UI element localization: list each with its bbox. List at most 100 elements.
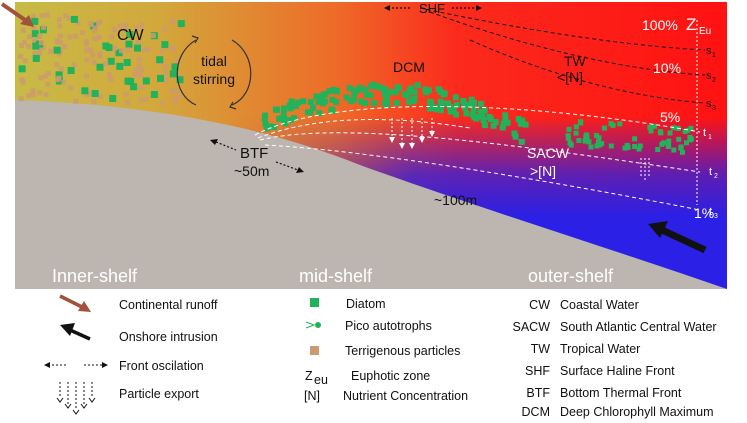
dcm-diatom-particle — [461, 101, 468, 108]
dcm-diatom-particle — [437, 107, 444, 114]
legend-zeu-sub: eu — [314, 373, 328, 387]
dcm-diatom-particle — [437, 98, 444, 105]
diatom-particle — [91, 90, 99, 97]
legend-bottom-thermal-front: Bottom Thermal Front — [560, 386, 682, 400]
outer-diatom-particle — [582, 138, 588, 144]
tw-label: TW — [564, 53, 587, 69]
dcm-diatom-particle — [392, 89, 399, 96]
terrigenous-particle — [169, 88, 175, 94]
dcm-diatom-particle — [383, 94, 390, 101]
terrigenous-particle — [109, 34, 115, 40]
diatom-square-icon — [310, 298, 319, 307]
outer-diatom-particle — [565, 135, 571, 141]
outer-diatom-particle — [586, 139, 592, 145]
dcm-diatom-particle — [445, 100, 452, 107]
terrigenous-particle — [103, 61, 109, 67]
dcm-diatom-particle — [318, 94, 325, 101]
outer-diatom-particle — [599, 141, 605, 146]
diatom-particle — [156, 56, 164, 64]
outer-diatom-particle — [647, 124, 653, 130]
outer-diatom-particle — [573, 130, 579, 136]
shelf-seabed — [15, 100, 727, 289]
legend-abbr-tw: TW — [531, 342, 551, 356]
s3-label: s — [706, 98, 712, 110]
zeu-subscript: Eu — [699, 26, 711, 37]
terrigenous-particle — [84, 47, 90, 53]
dcm-diatom-particle — [362, 86, 369, 93]
dcm-diatom-particle — [414, 82, 421, 89]
terrigenous-particle — [172, 99, 178, 105]
dcm-diatom-particle — [432, 104, 439, 111]
diatom-particle — [150, 91, 158, 98]
dcm-diatom-particle — [435, 86, 442, 93]
dcm-diatom-particle — [262, 121, 269, 128]
dcm-diatom-particle — [343, 94, 350, 101]
coastal-particle-cloud — [18, 12, 185, 106]
legend-onshore-intrusion: Onshore intrusion — [119, 330, 218, 344]
dcm-diatom-particle — [462, 104, 468, 111]
diatom-particle — [31, 30, 39, 38]
terrigenous-particle — [92, 36, 98, 42]
terrigenous-particle — [84, 73, 89, 79]
dcm-diatom-particle — [447, 108, 454, 115]
terrigenous-particle — [118, 48, 124, 54]
dcm-diatom-particle — [387, 88, 393, 95]
terrigenous-particle — [134, 25, 140, 31]
diatom-particle — [171, 63, 179, 71]
terrigenous-particle — [66, 15, 72, 21]
dcm-diatom-particle — [470, 106, 477, 113]
dcm-diatom-particle — [453, 111, 460, 118]
terrigenous-particle — [27, 34, 33, 40]
dcm-diatom-particle — [522, 121, 529, 128]
tw-nutrient-label: <[N] — [557, 69, 583, 85]
dcm-diatom-particle — [453, 102, 460, 108]
terrigenous-particle — [68, 85, 74, 91]
dcm-diatom-particle — [291, 115, 298, 122]
terrigenous-particle — [172, 88, 178, 94]
terrigenous-particle — [163, 70, 169, 76]
s2-sub: 2 — [712, 77, 716, 84]
dcm-diatom-particle — [468, 96, 475, 103]
outer-diatom-particle — [676, 136, 682, 142]
terrigenous-particle — [20, 79, 26, 85]
outer-diatom-particle — [588, 144, 594, 150]
outer-diatom-particle — [601, 125, 607, 131]
outer-diatom-particle — [576, 138, 582, 143]
terrigenous-particle — [57, 40, 63, 45]
legend-terrigenous: Terrigenous particles — [345, 344, 460, 358]
legend-n-symbol: [N] — [304, 389, 320, 403]
diatom-particle — [142, 77, 150, 85]
terrigenous-particle — [37, 90, 43, 96]
terrigenous-particle — [172, 96, 178, 102]
dcm-diatom-particle — [384, 101, 390, 108]
outer-diatom-particle — [622, 145, 628, 151]
terrigenous-particle — [136, 56, 142, 62]
terrigenous-particle — [71, 62, 77, 67]
terrigenous-particle — [73, 98, 79, 104]
diatom-particle — [53, 46, 61, 54]
dcm-diatom-particle — [320, 100, 326, 107]
terrigenous-particle — [97, 93, 103, 99]
btf-label: BTF — [240, 145, 268, 162]
outer-diatom-particle — [567, 140, 573, 146]
terrigenous-particle — [125, 100, 131, 105]
dcm-diatom-particle — [326, 88, 333, 95]
diatom-particle — [70, 15, 78, 23]
dcm-diatom-particle — [316, 110, 323, 117]
terrigenous-particle — [54, 62, 60, 67]
terrigenous-particle — [26, 43, 32, 49]
legend-diatom: Diatom — [346, 297, 386, 311]
legend-pico-autotrophs: Pico autotrophs — [345, 319, 432, 333]
legend-tropical-water: Tropical Water — [560, 342, 640, 356]
terrigenous-particle — [31, 26, 37, 32]
outer-diatom-particle — [659, 141, 665, 147]
dcm-diatom-particle — [352, 87, 359, 94]
terrigenous-particle — [63, 13, 69, 19]
terrigenous-particle — [122, 28, 128, 33]
terrigenous-particle — [96, 20, 102, 26]
outer-diatom-particle — [596, 135, 602, 141]
legend-particle-export-icon — [59, 382, 93, 410]
terrigenous-particle — [125, 47, 131, 53]
stirring-label: stirring — [193, 71, 235, 87]
t3-sub: 3 — [714, 213, 718, 220]
